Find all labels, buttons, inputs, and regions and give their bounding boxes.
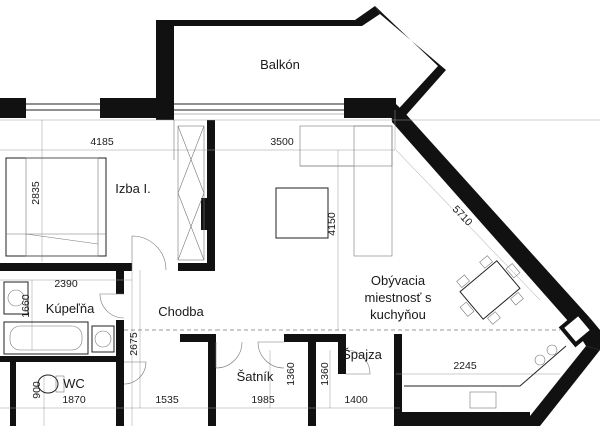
- door-satnik-icon: [215, 341, 243, 369]
- dim-chodba-depth: 2675: [128, 332, 140, 356]
- room-label-spajza: Špajza: [342, 347, 383, 362]
- dim-kupelna-depth: 1660: [20, 294, 32, 318]
- dining-table-icon: [456, 255, 524, 325]
- dim-wc-height: 900: [31, 381, 43, 399]
- sofa-icon: [299, 125, 393, 257]
- room-label-obyvacia-3: kuchyňou: [370, 307, 426, 322]
- dimension-lines: [0, 110, 600, 426]
- room-label-izba: Izba I.: [115, 181, 150, 196]
- dim-wc-width: 1870: [62, 394, 86, 406]
- kitchen-counter-icon: [404, 344, 567, 409]
- door-kupelna-icon: [99, 293, 125, 319]
- door-spajza-icon: [345, 349, 371, 375]
- room-label-balkon: Balkón: [260, 57, 300, 72]
- room-label-chodba: Chodba: [158, 304, 204, 319]
- washbasin-icon: [91, 325, 115, 353]
- dim-chodba-width: 1535: [155, 394, 179, 406]
- door-izba-icon: [131, 235, 167, 271]
- door-wc-icon: [123, 361, 147, 385]
- dim-living-depth: 4150: [326, 212, 338, 236]
- door-satnik2-icon: [257, 341, 285, 369]
- room-labels: Balkón Izba I. Kúpeľňa Chodba Obývacia m…: [46, 57, 432, 391]
- coffee-table-icon: [275, 187, 329, 239]
- walls: [0, 6, 600, 426]
- furniture: [3, 125, 567, 409]
- washing-machine-icon: [3, 281, 29, 315]
- dim-izba-width: 4185: [90, 136, 114, 148]
- dim-spajza-width: 1400: [344, 394, 368, 406]
- dim-kitchen-width: 2245: [453, 360, 477, 372]
- toilet-icon: [37, 374, 65, 394]
- dim-kupelna-width: 2390: [54, 278, 78, 290]
- dim-satnik-height: 1360: [285, 362, 297, 386]
- dim-spajza-height: 1360: [319, 362, 331, 386]
- dimension-labels: 4185 2835 3500 4150 5710 2390 1660 2675 …: [20, 136, 477, 406]
- room-label-obyvacia-1: Obývacia: [371, 273, 426, 288]
- bed-icon: [5, 157, 107, 257]
- room-label-satnik: Šatník: [237, 369, 274, 384]
- windows: [26, 103, 344, 115]
- room-label-wc: WC: [63, 376, 85, 391]
- dim-satnik-width: 1985: [251, 394, 275, 406]
- dim-izba-depth: 2835: [30, 181, 42, 205]
- room-label-obyvacia-2: miestnosť s: [364, 290, 432, 305]
- room-label-kupelna: Kúpeľňa: [46, 301, 95, 316]
- dim-living-width: 3500: [270, 136, 294, 148]
- bathtub-icon: [3, 321, 89, 355]
- wardrobe-icon: [177, 125, 205, 261]
- doors: [99, 120, 371, 385]
